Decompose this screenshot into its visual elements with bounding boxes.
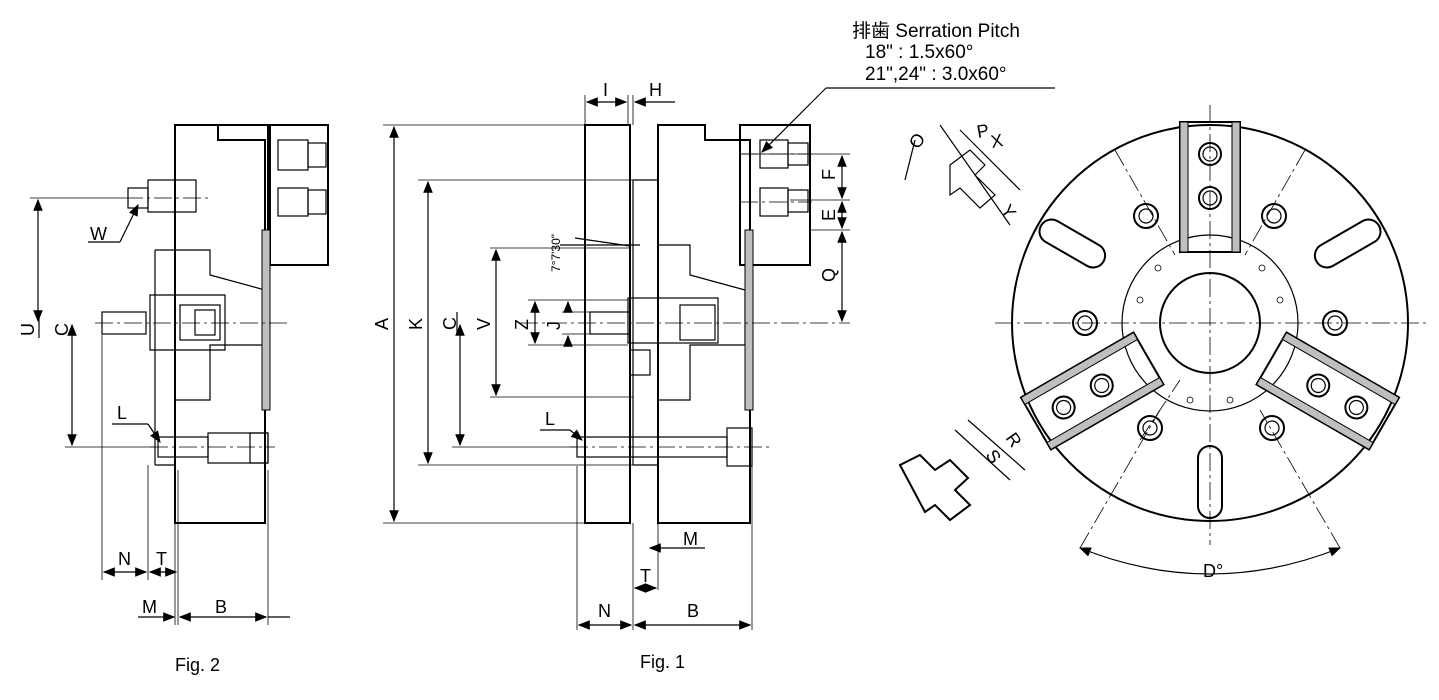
fig1-dimension-labels: A K C V Z J I H 7°7'30" L M T N B F E Q … <box>372 80 839 672</box>
fig1-label-f: F <box>819 169 839 180</box>
fig2-label-t: T <box>156 549 167 569</box>
front-label-o: O <box>905 129 929 152</box>
fig2-label-n: N <box>118 549 131 569</box>
fig2-label-b: B <box>215 597 227 617</box>
fig1-label-q: Q <box>819 268 839 282</box>
front-label-y: Y <box>997 201 1020 222</box>
fig1-label-h: H <box>649 80 662 100</box>
front-label-s: S <box>982 446 1005 467</box>
fig1-label-a: A <box>372 318 392 330</box>
fig2-label-u: U <box>18 323 38 336</box>
serration-note: 排歯 Serration Pitch 18" : 1.5x60° 21",24"… <box>852 20 1020 85</box>
fig1-label-c: C <box>440 317 460 330</box>
angle-label: 7°7'30" <box>549 234 563 272</box>
fig1-label-k: K <box>406 318 426 330</box>
chuck-front-view <box>898 105 1430 575</box>
serration-line-2: 21",24" : 3.0x60° <box>865 64 1007 85</box>
front-label-d: D° <box>1203 561 1223 581</box>
fig2-side-view <box>30 124 329 625</box>
fig1-label-i: I <box>603 80 608 100</box>
fig1-label-l: L <box>545 409 555 429</box>
fig1-caption: Fig. 1 <box>640 652 685 672</box>
fig2-label-c: C <box>52 323 72 336</box>
fig1-label-z: Z <box>512 319 532 330</box>
serration-line-1: 18" : 1.5x60° <box>865 42 973 63</box>
fig2-label-l: L <box>117 403 127 423</box>
fig2-label-m: M <box>142 597 157 617</box>
fig1-label-m: M <box>683 529 698 549</box>
fig1-label-v: V <box>474 318 494 330</box>
fig2-label-w: W <box>90 224 107 244</box>
front-label-p: P <box>975 120 990 142</box>
fig1-label-e: E <box>819 209 839 221</box>
fig1-label-j: J <box>544 321 564 330</box>
fig1-label-n: N <box>598 601 611 621</box>
fig1-side-view <box>383 87 1055 630</box>
fig2-caption: Fig. 2 <box>175 655 220 675</box>
fig2-dimension-labels: W U C L N T M B Fig. 2 <box>18 224 227 675</box>
fig1-label-b: B <box>687 601 699 621</box>
front-label-x: X <box>989 130 1004 152</box>
fig1-label-t: T <box>640 566 651 586</box>
serration-title: 排歯 Serration Pitch <box>852 20 1020 42</box>
front-label-r: R <box>1002 429 1026 451</box>
